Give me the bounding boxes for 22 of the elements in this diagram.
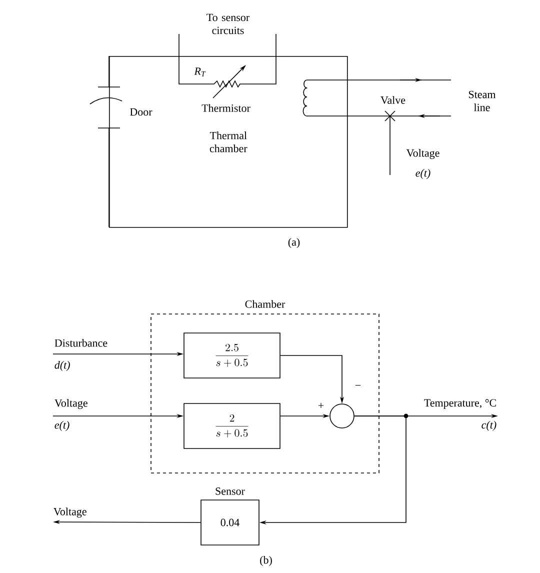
signal-label: e(t): [416, 169, 430, 179]
signal-text: Disturbance d(t): [54, 339, 108, 371]
edge-label: +: [318, 402, 324, 408]
transfer-function-box: $\frac{2}{s+0.5}$: [184, 403, 280, 449]
part-label: Door: [130, 108, 152, 116]
signal-label: Voltage: [406, 149, 440, 159]
summing-junction: [330, 404, 354, 428]
callout-text: To sensor circuits: [206, 14, 250, 34]
part-label: Steam line: [468, 90, 496, 112]
signal-text: Voltage e(t): [54, 399, 88, 431]
node-label: Chamber: [245, 300, 286, 308]
part-label: Valve: [380, 96, 406, 104]
component-label: R$_{T}$: [194, 68, 206, 76]
node-label: Sensor: [216, 487, 245, 495]
signal-text: Temperature, °C c(t): [424, 399, 496, 431]
edge-label: −: [355, 385, 361, 386]
signal-text: Voltage: [54, 508, 86, 518]
part-label: Thermistor: [202, 104, 250, 112]
panel-label: (b): [260, 556, 272, 566]
transfer-function-box: $\frac{2.5}{s+0.5}$: [184, 332, 280, 378]
panel-label: (a): [288, 238, 300, 248]
sensor-box: 0.04 Sensor: [200, 487, 260, 546]
